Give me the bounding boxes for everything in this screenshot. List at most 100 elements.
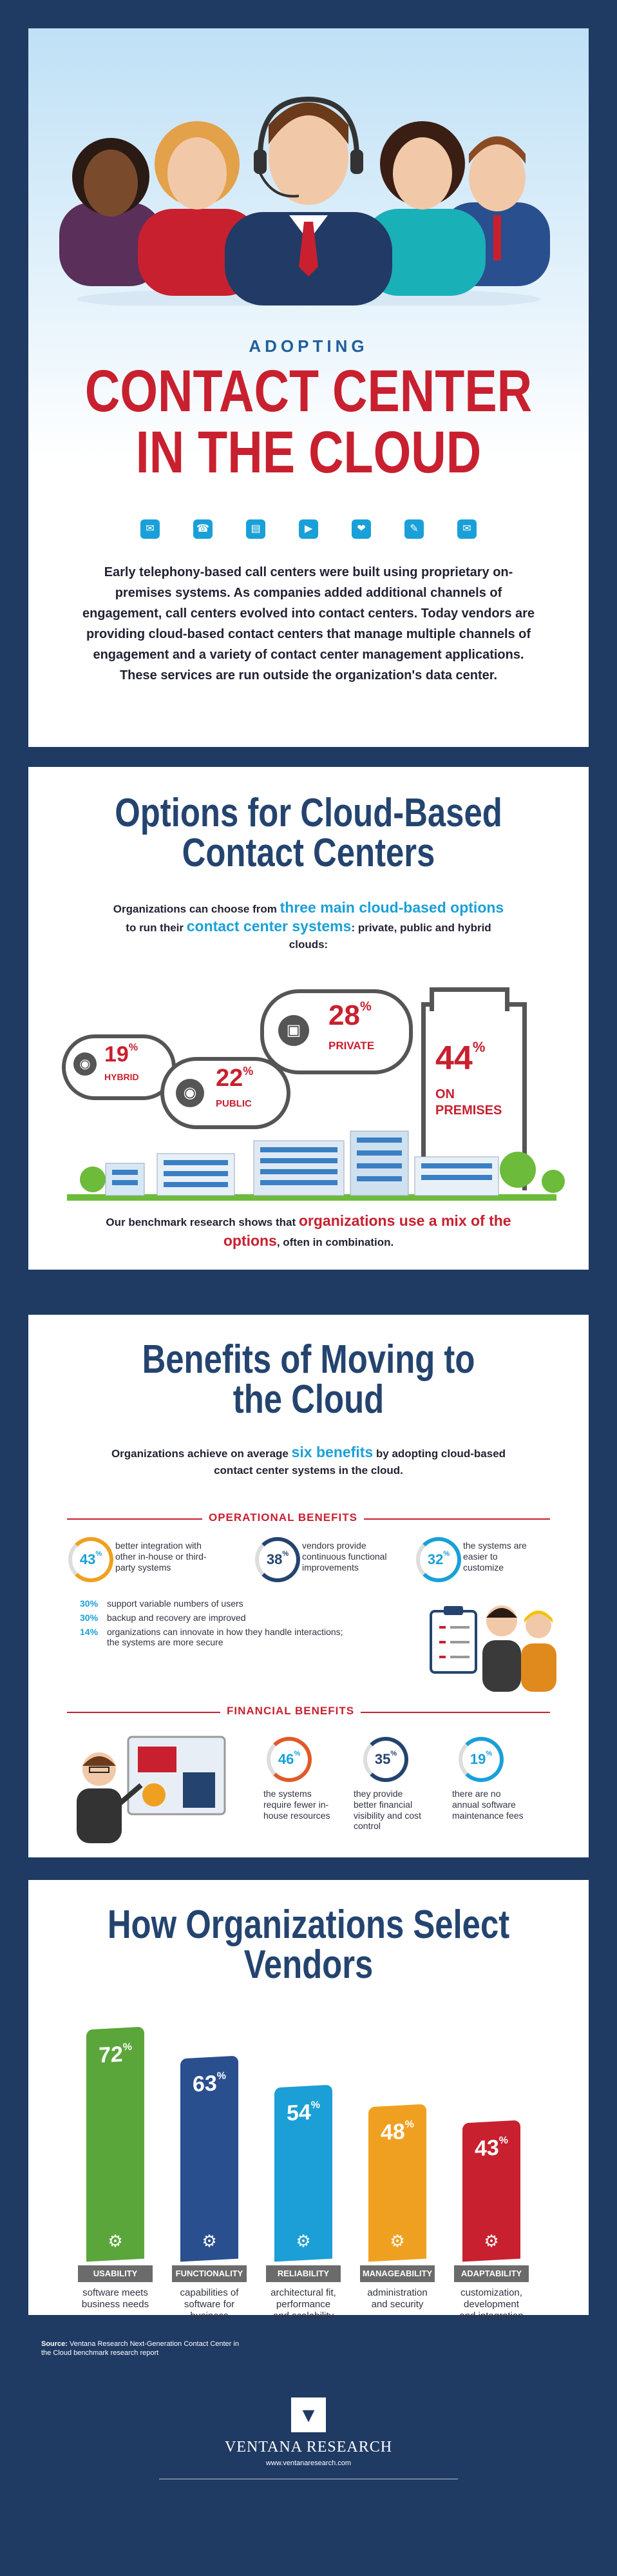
bar-percent: 54	[286, 2100, 311, 2126]
options-lead-text-2: to run their	[126, 922, 187, 934]
op3-percent-sign: %	[443, 1550, 450, 1558]
bar-label: RELIABILITY	[266, 2265, 341, 2282]
public-label: PUBLIC	[216, 1098, 252, 1109]
mobile-icon: ☎	[193, 519, 213, 539]
vendors-panel: How Organizations Select Vendors 72%⚙USA…	[28, 1880, 589, 2321]
bar-percent-wrap: 54%	[274, 2099, 332, 2127]
message-icon: ✎	[404, 519, 424, 539]
options-heading-line1: Options for Cloud-Based	[115, 791, 502, 835]
private-cloud: 28% PRIVATE ▣	[260, 989, 413, 1074]
bar-adaptability: 43% ⚙	[462, 2120, 520, 2262]
op3-percent: 32	[427, 1551, 444, 1567]
hybrid-percent-sign: %	[128, 1042, 138, 1053]
hammer-icon: ⚙	[296, 2231, 311, 2251]
public-percent: 22	[216, 1065, 243, 1092]
clipboard-people-illustration	[430, 1605, 556, 1692]
op2-percent-sign: %	[282, 1550, 289, 1558]
private-percent-sign: %	[359, 1000, 372, 1014]
video-icon: ▶	[299, 519, 318, 539]
fin3-percent: 19	[470, 1751, 486, 1767]
percent-ring: 35%	[363, 1737, 408, 1782]
bar-label: FUNCTIONALITY	[172, 2265, 247, 2282]
public-cloud: 22% PUBLIC ◉	[160, 1057, 290, 1129]
financial-benefits-label: FINANCIAL BENEFITS	[220, 1705, 361, 1718]
op1-text: better integration with other in-house o…	[115, 1540, 207, 1573]
options-footer-text-2: , often in combination.	[276, 1236, 394, 1248]
hybrid-label: HYBRID	[104, 1072, 139, 1082]
chat-icon: ✉	[140, 519, 160, 539]
city-skyline-illustration	[67, 1130, 565, 1201]
on-premises-percent-sign: %	[472, 1039, 486, 1055]
benefits-lead-text-2: by adopting cloud-based contact center s…	[214, 1448, 506, 1477]
on-premises-label-1: ON	[435, 1087, 455, 1101]
percent-ring: 32%	[416, 1537, 461, 1582]
bar-percent: 43	[474, 2135, 499, 2162]
tools-icon: ⚙	[484, 2231, 499, 2251]
private-percent: 28	[328, 1000, 360, 1031]
globe-icon: ◉	[176, 1079, 204, 1107]
headset-agents-illustration	[59, 96, 550, 305]
brand-name: VENTANA RESEARCH	[224, 2439, 393, 2455]
fin2-percent-sign: %	[390, 1750, 397, 1758]
op1-percent-sign: %	[95, 1550, 102, 1558]
vendors-heading-line1: How Organizations Select	[107, 1903, 510, 1947]
op1-percent: 43	[79, 1551, 96, 1567]
bar-percent-sign: %	[310, 2099, 321, 2111]
fin3-text: there are no annual software maintenance…	[452, 1788, 524, 1821]
bar-label: USABILITY	[78, 2265, 153, 2282]
brand-url[interactable]: www.ventanaresearch.com	[265, 2459, 352, 2467]
hero-title-line2: IN THE CLOUD	[135, 420, 482, 485]
list-item: 14% organizations can innovate in how th…	[80, 1627, 415, 1647]
source-label: Source:	[41, 2340, 68, 2348]
fin2-percent: 35	[374, 1751, 391, 1767]
bar-reliability: 54% ⚙	[274, 2084, 332, 2262]
bar-percent-wrap: 72%	[86, 2041, 144, 2069]
presenter-illustration	[77, 1736, 226, 1843]
benefits-heading-line1: Benefits of Moving to	[142, 1337, 475, 1382]
options-lead-text-1: Organizations can choose from	[113, 903, 280, 915]
gear-icon: ⚙	[202, 2231, 217, 2251]
percent-ring: 46%	[267, 1737, 312, 1782]
options-lead: Organizations can choose from three main…	[112, 899, 505, 953]
bar-percent-sign: %	[216, 2070, 227, 2082]
options-heading-line2: Contact Centers	[182, 831, 435, 875]
options-footer-highlight: organizations use a mix of the options	[223, 1212, 511, 1249]
lock-icon: ⚙	[390, 2231, 405, 2251]
bar-manageability: 48% ⚙	[368, 2104, 426, 2262]
bar-description: capabilities of software for business	[180, 2287, 239, 2321]
list-item-text: backup and recovery are improved	[107, 1612, 246, 1623]
bar-percent-wrap: 63%	[180, 2070, 238, 2098]
options-footer-text-1: Our benchmark research shows that	[106, 1216, 299, 1228]
hybrid-percent: 19	[104, 1042, 129, 1067]
bar-percent-wrap: 43%	[462, 2135, 520, 2163]
bar-description: software meets business needs	[81, 2287, 149, 2310]
benefits-lead-highlight: six benefits	[291, 1444, 374, 1460]
bar-percent-sign: %	[122, 2041, 133, 2053]
fin1-percent-sign: %	[294, 1750, 301, 1758]
bar-percent-sign: %	[404, 2118, 415, 2131]
options-lead-highlight-1: three main cloud-based options	[280, 899, 504, 916]
options-panel: Options for Cloud-Based Contact Centers …	[28, 767, 589, 1270]
bar-description: administration and security	[367, 2287, 428, 2310]
benefits-lead: Organizations achieve on average six ben…	[109, 1444, 508, 1479]
percent-ring: 19%	[459, 1737, 504, 1782]
bar-percent-sign: %	[498, 2135, 509, 2147]
source-note: Source: Ventana Research Next-Generation…	[41, 2339, 247, 2358]
operational-benefits-label: OPERATIONAL BENEFITS	[202, 1511, 364, 1524]
on-premises-label-2: PREMISES	[435, 1103, 502, 1118]
fin1-percent: 46	[278, 1751, 294, 1767]
list-item-percent: 30%	[80, 1612, 99, 1623]
benefits-panel: Benefits of Moving to the Cloud Organiza…	[28, 1315, 589, 1857]
options-footer: Our benchmark research shows that organi…	[80, 1212, 537, 1252]
hero-kicker: ADOPTING	[249, 336, 368, 356]
hero-intro: Early telephony-based call centers were …	[82, 565, 535, 683]
globe-icon: ◉	[73, 1052, 97, 1076]
options-lead-text-3: : private, public and hybrid clouds:	[289, 922, 491, 951]
list-item: 30% backup and recovery are improved	[80, 1612, 415, 1623]
private-label: PRIVATE	[328, 1040, 375, 1052]
on-premises-percent: 44	[435, 1040, 473, 1077]
list-item: 30% support variable numbers of users	[80, 1598, 415, 1609]
bar-percent: 48	[380, 2119, 405, 2145]
percent-ring: 38%	[255, 1537, 300, 1582]
bar-percent: 72	[98, 2042, 123, 2068]
